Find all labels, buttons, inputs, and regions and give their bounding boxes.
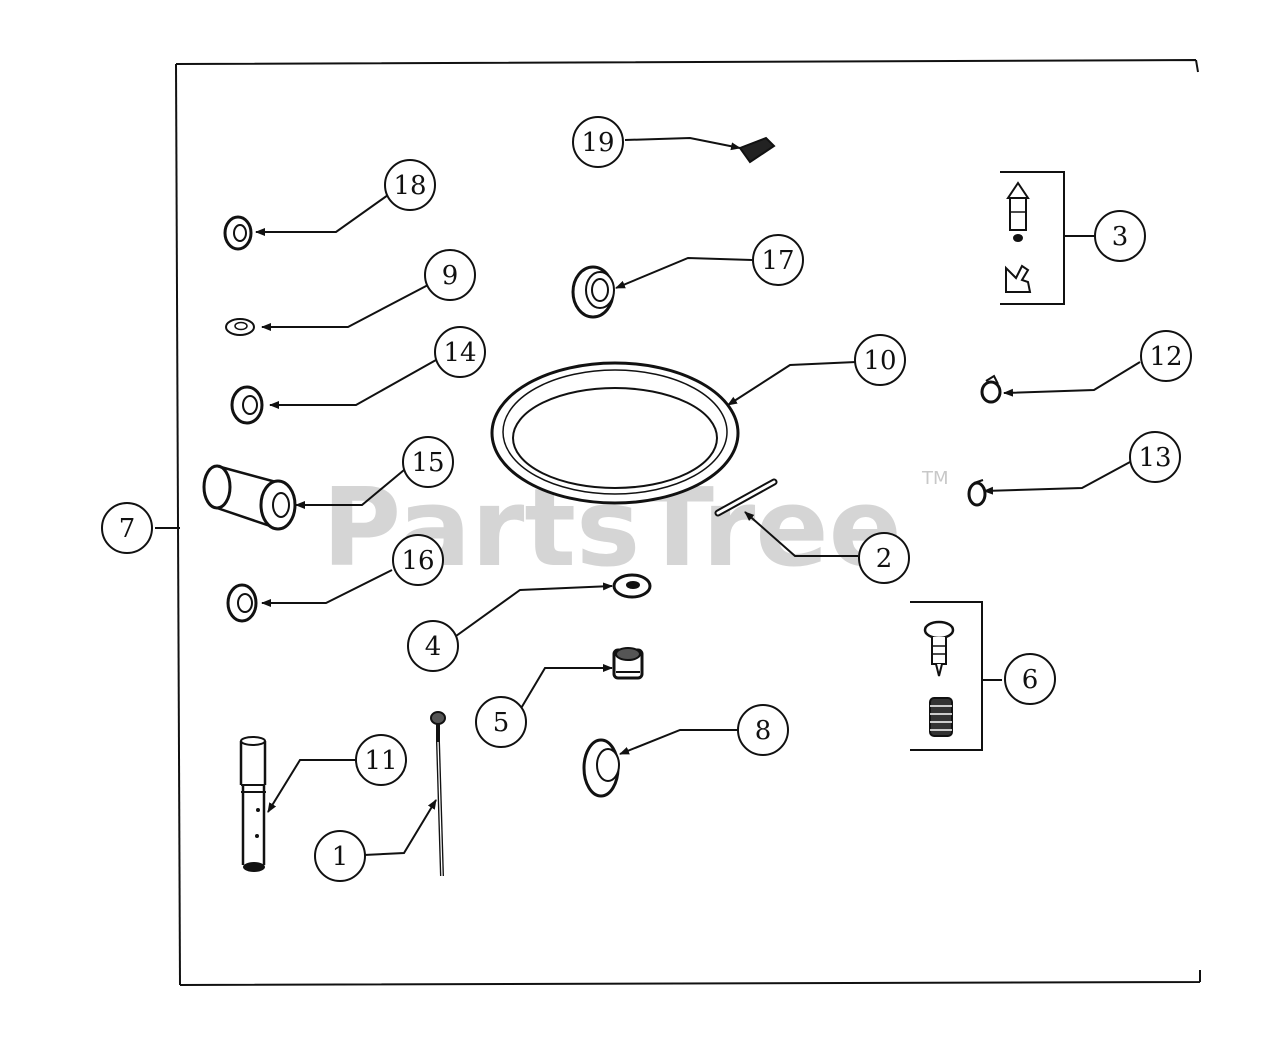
part-10-gasket (490, 361, 740, 505)
bracket-3 (1000, 171, 1095, 305)
callout-label: 3 (1112, 222, 1129, 252)
callout-label: 4 (425, 632, 442, 662)
callout-18[interactable]: 18 (384, 159, 436, 211)
leader-14 (269, 359, 437, 409)
callout-label: 13 (1138, 443, 1171, 473)
leader-10 (727, 361, 857, 406)
callout-19[interactable]: 19 (572, 116, 624, 168)
part-4-washer (612, 573, 652, 599)
part-2-pin (714, 478, 778, 517)
part-13-clip (967, 479, 987, 507)
part-18-washer (223, 215, 253, 251)
callout-label: 16 (401, 546, 434, 576)
callout-label: 6 (1022, 665, 1039, 695)
leader-lines (255, 136, 1141, 856)
callout-2[interactable]: 2 (858, 532, 910, 584)
callout-label: 2 (876, 544, 893, 574)
leader-12 (1003, 361, 1141, 397)
part-15-bushing (202, 464, 297, 531)
leader-1 (363, 799, 437, 856)
callout-label: 10 (863, 346, 896, 376)
callouts: 19 18 17 3 9 14 10 12 (101, 116, 1192, 882)
callout-label: 11 (364, 746, 397, 776)
callout-label: 17 (761, 246, 794, 276)
part-3-needle-valve (1005, 181, 1032, 293)
part-5-plug (612, 647, 644, 680)
callout-label: 9 (442, 261, 459, 291)
part-17-seal (571, 265, 615, 319)
leader-8 (619, 729, 738, 755)
leader-17 (615, 256, 753, 289)
part-14-washer (230, 385, 264, 425)
callout-16[interactable]: 16 (392, 534, 444, 586)
part-6-screw-spring (923, 620, 955, 737)
leader-16 (261, 569, 393, 607)
callout-14[interactable]: 14 (434, 326, 486, 378)
part-1-needle (430, 711, 446, 877)
callout-11[interactable]: 11 (355, 734, 407, 786)
callout-8[interactable]: 8 (737, 704, 789, 756)
part-9-washer (225, 318, 255, 336)
callout-13[interactable]: 13 (1129, 431, 1181, 483)
bracket-6 (910, 601, 1002, 751)
leader-19 (624, 136, 741, 151)
part-16-washer (226, 583, 258, 623)
leader-18 (255, 194, 389, 236)
callout-5[interactable]: 5 (475, 696, 527, 748)
callout-label: 5 (493, 708, 510, 738)
callout-label: 18 (393, 171, 426, 201)
part-11-tube (239, 736, 267, 872)
leader-2 (744, 511, 858, 557)
callout-4[interactable]: 4 (407, 620, 459, 672)
kit-border (155, 59, 1201, 986)
callout-17[interactable]: 17 (752, 234, 804, 286)
leader-15 (295, 469, 405, 509)
part-12-clip (980, 374, 1002, 404)
watermark-tm: TM (921, 468, 949, 489)
callout-10[interactable]: 10 (854, 334, 906, 386)
callout-3[interactable]: 3 (1094, 210, 1146, 262)
part-8-cap (582, 738, 620, 798)
leader-9 (261, 284, 429, 331)
callout-label: 7 (119, 514, 136, 544)
callout-label: 14 (443, 338, 476, 368)
leader-11 (267, 759, 356, 813)
callout-9[interactable]: 9 (424, 249, 476, 301)
callout-1[interactable]: 1 (314, 830, 366, 882)
callout-label: 15 (411, 448, 444, 478)
part-19-pin (738, 136, 776, 164)
leader-4 (455, 582, 613, 637)
callout-6[interactable]: 6 (1004, 653, 1056, 705)
callout-label: 1 (332, 842, 349, 872)
callout-7[interactable]: 7 (101, 502, 153, 554)
callout-15[interactable]: 15 (402, 436, 454, 488)
callout-label: 12 (1149, 342, 1182, 372)
callout-label: 8 (755, 716, 772, 746)
callout-label: 19 (581, 128, 614, 158)
callout-12[interactable]: 12 (1140, 330, 1192, 382)
leader-5 (519, 664, 613, 711)
leader-13 (983, 461, 1131, 495)
